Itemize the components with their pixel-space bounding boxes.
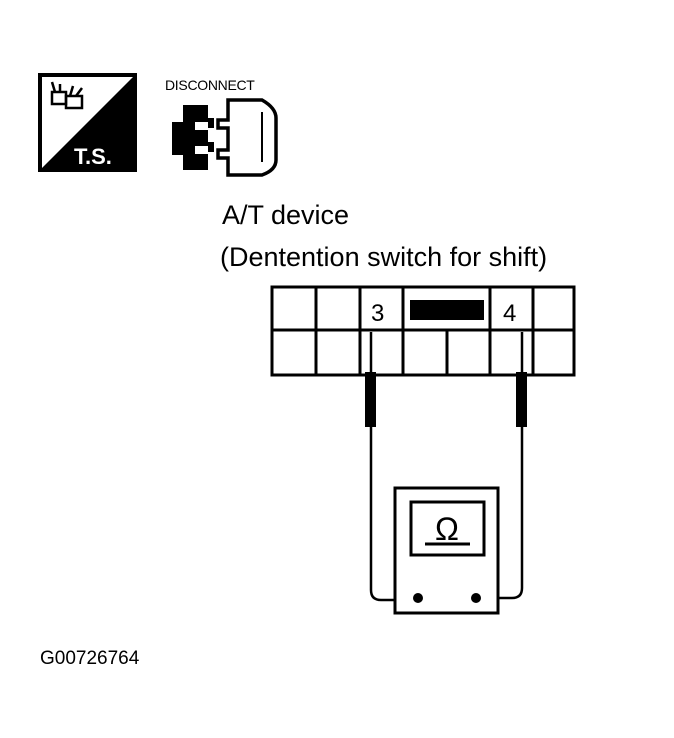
disconnect-icon: DISCONNECT bbox=[165, 77, 278, 177]
meter-terminal-right bbox=[471, 593, 481, 603]
ohm-symbol: Ω bbox=[435, 511, 459, 547]
test-lead-right bbox=[476, 427, 524, 600]
ts-label: T.S. bbox=[74, 144, 112, 169]
test-lead-left bbox=[369, 427, 418, 602]
probe-right bbox=[516, 332, 527, 427]
device-title: A/T device bbox=[222, 200, 349, 230]
disconnect-label: DISCONNECT bbox=[165, 77, 255, 93]
ohmmeter: Ω bbox=[393, 486, 500, 615]
terminal-4-label: 4 bbox=[503, 300, 516, 327]
device-subtitle: (Dentention switch for shift) bbox=[220, 242, 547, 272]
terminal-3-label: 3 bbox=[371, 300, 384, 327]
connector bbox=[270, 285, 576, 377]
meter-display bbox=[409, 500, 486, 557]
meter-terminal-left bbox=[413, 593, 423, 603]
connector-key bbox=[410, 300, 484, 320]
figure-id: G00726764 bbox=[40, 648, 140, 669]
ts-icon: T.S. bbox=[38, 73, 137, 172]
probe-left bbox=[365, 332, 376, 427]
